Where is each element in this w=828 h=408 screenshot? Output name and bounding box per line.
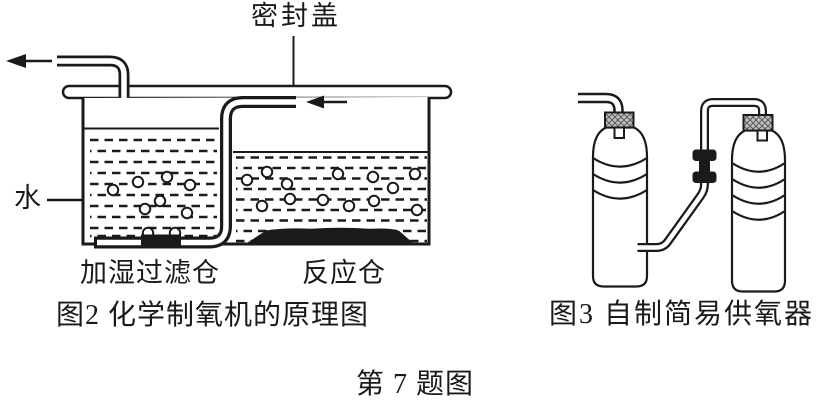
divider-gas-pipe [94, 96, 296, 249]
footer-caption: 第 7 题图 [356, 369, 475, 400]
right-bottle-body [730, 129, 787, 293]
connecting-tube [637, 98, 767, 252]
water-dashes-right [236, 156, 427, 243]
tube-connector-valve [692, 149, 717, 183]
figure2-oxygen-machine-diagram [6, 36, 453, 249]
left-bottle-neck [613, 126, 625, 139]
reaction-chamber-label: 反应仓 [302, 258, 386, 288]
outlet-pipe [57, 55, 130, 112]
water-label: 水 [14, 183, 41, 213]
left-bottle-spout-tube [578, 92, 624, 126]
gas-in-arrow-icon [306, 95, 347, 109]
figure3-caption: 图3 自制简易供氧器 [549, 299, 815, 330]
right-bottle-cap [742, 114, 774, 132]
left-bottle-body [591, 126, 649, 288]
filter-media-bar [141, 234, 181, 246]
bubbles-right-chamber [240, 165, 424, 217]
reaction-chemical-mound [247, 227, 413, 243]
humidify-filter-chamber-label: 加湿过滤仓 [80, 258, 220, 288]
right-bottle-ribs [731, 162, 786, 221]
water-dashes-left [90, 138, 217, 238]
gas-out-arrow-icon [6, 54, 52, 68]
sealed-lid-label: 密封盖 [251, 1, 341, 31]
figure3-oxygen-supplier-diagram [578, 92, 787, 293]
left-bottle-cap [604, 111, 635, 129]
right-bottle-neck [756, 129, 768, 142]
left-bottle-ribs [592, 157, 648, 200]
tank-body [81, 97, 431, 246]
figure2-caption: 图2 化学制氧机的原理图 [56, 300, 370, 331]
